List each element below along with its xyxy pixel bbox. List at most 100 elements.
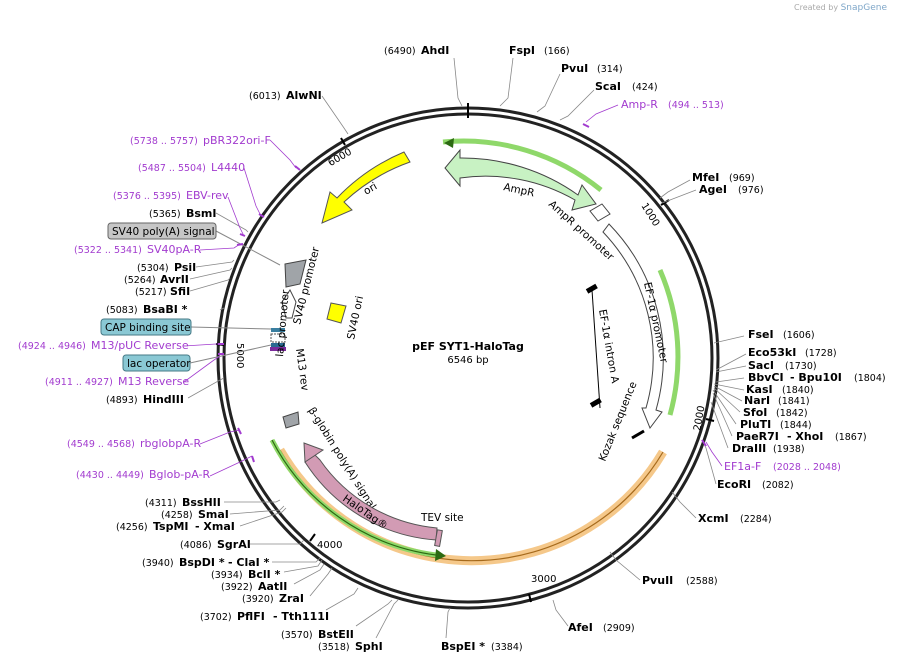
site-label-fsei: FseI(1606) xyxy=(748,328,815,341)
pvui-name: PvuI xyxy=(561,62,588,75)
plasmid-name: pEF SYT1-HaloTag xyxy=(412,340,524,353)
leader-bcli xyxy=(283,559,323,573)
agei-pos: (976) xyxy=(738,185,764,196)
site-label-bcli: (3934) BclI * xyxy=(211,568,281,581)
pbr322ori-f-mark xyxy=(294,165,301,171)
sv40-polya-leader xyxy=(215,230,281,266)
ebv-rev-mark xyxy=(239,233,246,237)
xcmi-pos: (2284) xyxy=(740,514,772,525)
site-label-aatii: (3922) AatII xyxy=(221,580,287,593)
ef1a-intron-line xyxy=(591,289,601,409)
site-label-draiii: DraIII(1938) xyxy=(732,442,805,455)
site-label-psii: (5304)PsiI xyxy=(137,261,196,274)
site-label-alwni: (6013)AlwNI xyxy=(249,89,322,102)
site-label-avrii: (5264)AvrII xyxy=(124,273,189,286)
sfii-pos: (5217) xyxy=(135,287,167,298)
leader-mfei xyxy=(659,179,691,199)
leader-pflfi xyxy=(325,587,359,611)
bsteii-pos: (3570) xyxy=(281,630,313,641)
amp-r-mark xyxy=(582,123,590,128)
ef1a-orf-highlight xyxy=(657,269,681,416)
m13-reverse-pos: (4911 .. 4927) xyxy=(45,377,113,388)
cap-box-bg xyxy=(100,318,192,336)
leader-pvui xyxy=(536,73,561,113)
aatii-name: AatII xyxy=(258,580,287,593)
primer-label-pbr322ori-f: (5738 .. 5757) pBR322ori-F xyxy=(130,134,271,147)
primer-label-l4440: (5487 .. 5504)L4440 xyxy=(138,161,245,174)
pvuii-name: PvuII xyxy=(642,574,673,587)
site-label-agei: AgeI(976) xyxy=(699,183,764,196)
alwni-name: AlwNI xyxy=(286,89,322,102)
paer7i-pos: (1867) xyxy=(835,432,867,443)
kozak-label: Kozak sequence xyxy=(597,380,640,463)
eco53ki-pos: (1728) xyxy=(805,348,837,359)
saci-name: SacI xyxy=(748,359,774,372)
fsei-name: FseI xyxy=(748,328,774,341)
leader-sfoi xyxy=(713,387,741,413)
leader-nari xyxy=(713,385,743,402)
leader-amp-r xyxy=(585,104,619,123)
lac-operator-box-label: lac operator xyxy=(127,358,191,370)
sv40-ori-block xyxy=(326,302,347,324)
site-label-pflfi: (3702)PflFI- Tth111I xyxy=(200,610,329,623)
ahdi-pos: (6490) xyxy=(384,46,416,57)
site-label-tspmi: (4256)TspMI- XmaI xyxy=(116,520,235,533)
mfei-pos: (969) xyxy=(729,173,755,184)
sv40-polya-box-label: SV40 poly(A) signal xyxy=(112,226,215,238)
tick-label-5000: 5000 xyxy=(234,343,245,368)
sgrai-pos: (4086) xyxy=(180,540,212,551)
leader-bspei xyxy=(445,607,451,639)
site-label-sfii: (5217)SfiI xyxy=(135,285,190,298)
bsteii-name: BstEII xyxy=(318,628,354,641)
pflfi-name: PflFI xyxy=(237,610,265,623)
primer-label-amp-r: Amp-R(494 .. 513) xyxy=(621,98,724,111)
ampr-feature-arrow xyxy=(444,148,597,211)
site-label-fspi: FspI(166) xyxy=(509,44,570,57)
eco53ki-name: Eco53kI xyxy=(748,346,796,359)
site-label-hindiii: (4893) HindIII xyxy=(106,393,184,406)
intron-marker-top xyxy=(585,283,598,294)
snapgene-logo-text: SnapGene xyxy=(840,3,887,13)
bcli-name: BclI * xyxy=(248,568,281,581)
l4440-name: L4440 xyxy=(211,161,245,174)
site-label-nari: NarI(1841) xyxy=(744,394,810,407)
primer-label-sv40pa-r: (5322 .. 5341)SV40pA-R xyxy=(74,243,202,256)
leader-zrai xyxy=(309,567,333,597)
cap-site-marker xyxy=(271,328,285,332)
leader-sgrai xyxy=(250,539,305,545)
leader-fspi xyxy=(499,57,514,107)
nari-pos: (1841) xyxy=(778,396,810,407)
bspdi-name: BspDI * xyxy=(179,556,225,569)
site-label-eco53ki: Eco53kI (1728) xyxy=(748,346,837,359)
hindiii-name: HindIII xyxy=(143,393,184,406)
pluti-pos: (1844) xyxy=(780,420,812,431)
tick-4000 xyxy=(309,533,316,542)
cap-binding-box: CAP binding site xyxy=(100,318,272,336)
hindiii-pos: (4893) xyxy=(106,395,138,406)
site-label-paer7i: PaeR7I- XhoI(1867) xyxy=(736,430,867,443)
site-label-bsshii: (4311)BssHII xyxy=(145,496,221,509)
tick-label-2000: 2000 xyxy=(692,405,707,432)
leader-bsabi xyxy=(219,307,225,311)
bcli-pos: (3934) xyxy=(211,570,243,581)
scai-name: ScaI xyxy=(595,80,621,93)
site-label-pvuii: PvuII(2588) xyxy=(642,574,718,587)
sv40-ori-label: SV40 ori xyxy=(345,295,366,341)
sv40-polya-box-bg xyxy=(107,222,217,240)
primer-label-bglob-pa-r: (4430 .. 4449)Bglob-pA-R xyxy=(76,468,211,481)
leader-ebv-rev xyxy=(227,196,245,237)
afei-pos: (2909) xyxy=(603,623,635,634)
pbr322ori-f-name: pBR322ori-F xyxy=(203,134,271,147)
bglob-pa-r-mark xyxy=(251,455,255,463)
site-label-saci: SacI(1730) xyxy=(748,359,817,372)
rbglobpa-r-mark xyxy=(237,427,242,435)
leader-bspdi xyxy=(272,557,321,563)
sv40-promoter-block xyxy=(284,259,307,288)
leader-sv40pa-r xyxy=(199,243,241,251)
pbr322ori-f-pos: (5738 .. 5757) xyxy=(130,136,198,147)
aatii-pos: (3922) xyxy=(221,582,253,593)
zrai-pos: (3920) xyxy=(242,594,274,605)
bsmi-name: BsmI xyxy=(186,207,217,220)
lac-promoter-label: lac promoter xyxy=(274,289,292,358)
avrii-pos: (5264) xyxy=(124,275,156,286)
